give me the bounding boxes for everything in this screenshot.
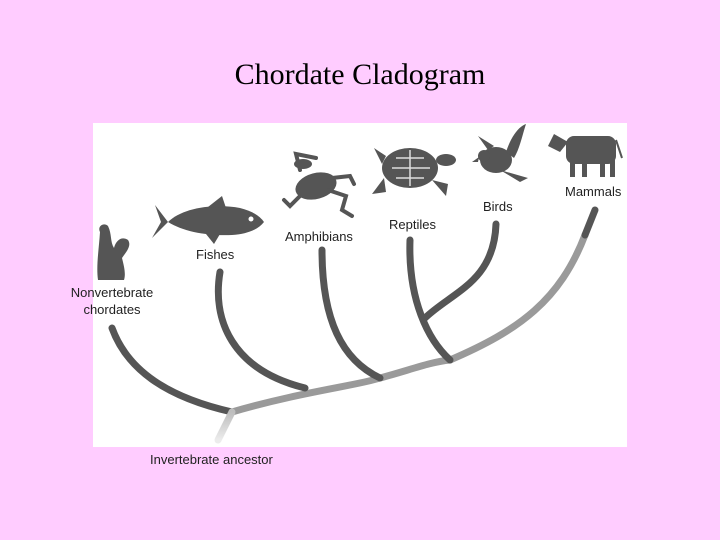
label-fishes: Fishes — [196, 247, 235, 262]
branch-reptiles — [406, 236, 454, 364]
bird-icon — [472, 124, 528, 182]
branch-mammals — [581, 206, 599, 239]
branch-birds — [421, 220, 500, 322]
branch-fishes — [214, 268, 309, 392]
branch-main-trunk — [228, 231, 589, 416]
branch-root — [214, 408, 236, 444]
branch-amphibians — [318, 246, 384, 382]
label-mammals: Mammals — [565, 184, 622, 199]
label-birds: Birds — [483, 199, 513, 214]
frog-icon — [282, 151, 356, 218]
tuna-icon — [152, 196, 264, 244]
label-nonvertebrate-chordates: Nonvertebrate chordates — [70, 285, 154, 317]
label-invertebrate-ancestor: Invertebrate ancestor — [150, 452, 273, 467]
label-reptiles: Reptiles — [389, 217, 436, 232]
cow-icon — [548, 134, 623, 177]
label-amphibians: Amphibians — [285, 229, 353, 244]
sea-squirt-icon — [97, 224, 130, 280]
slide-title: Chordate Cladogram — [234, 58, 486, 91]
branch-nonvertebrate — [108, 324, 236, 416]
turtle-icon — [372, 148, 456, 196]
